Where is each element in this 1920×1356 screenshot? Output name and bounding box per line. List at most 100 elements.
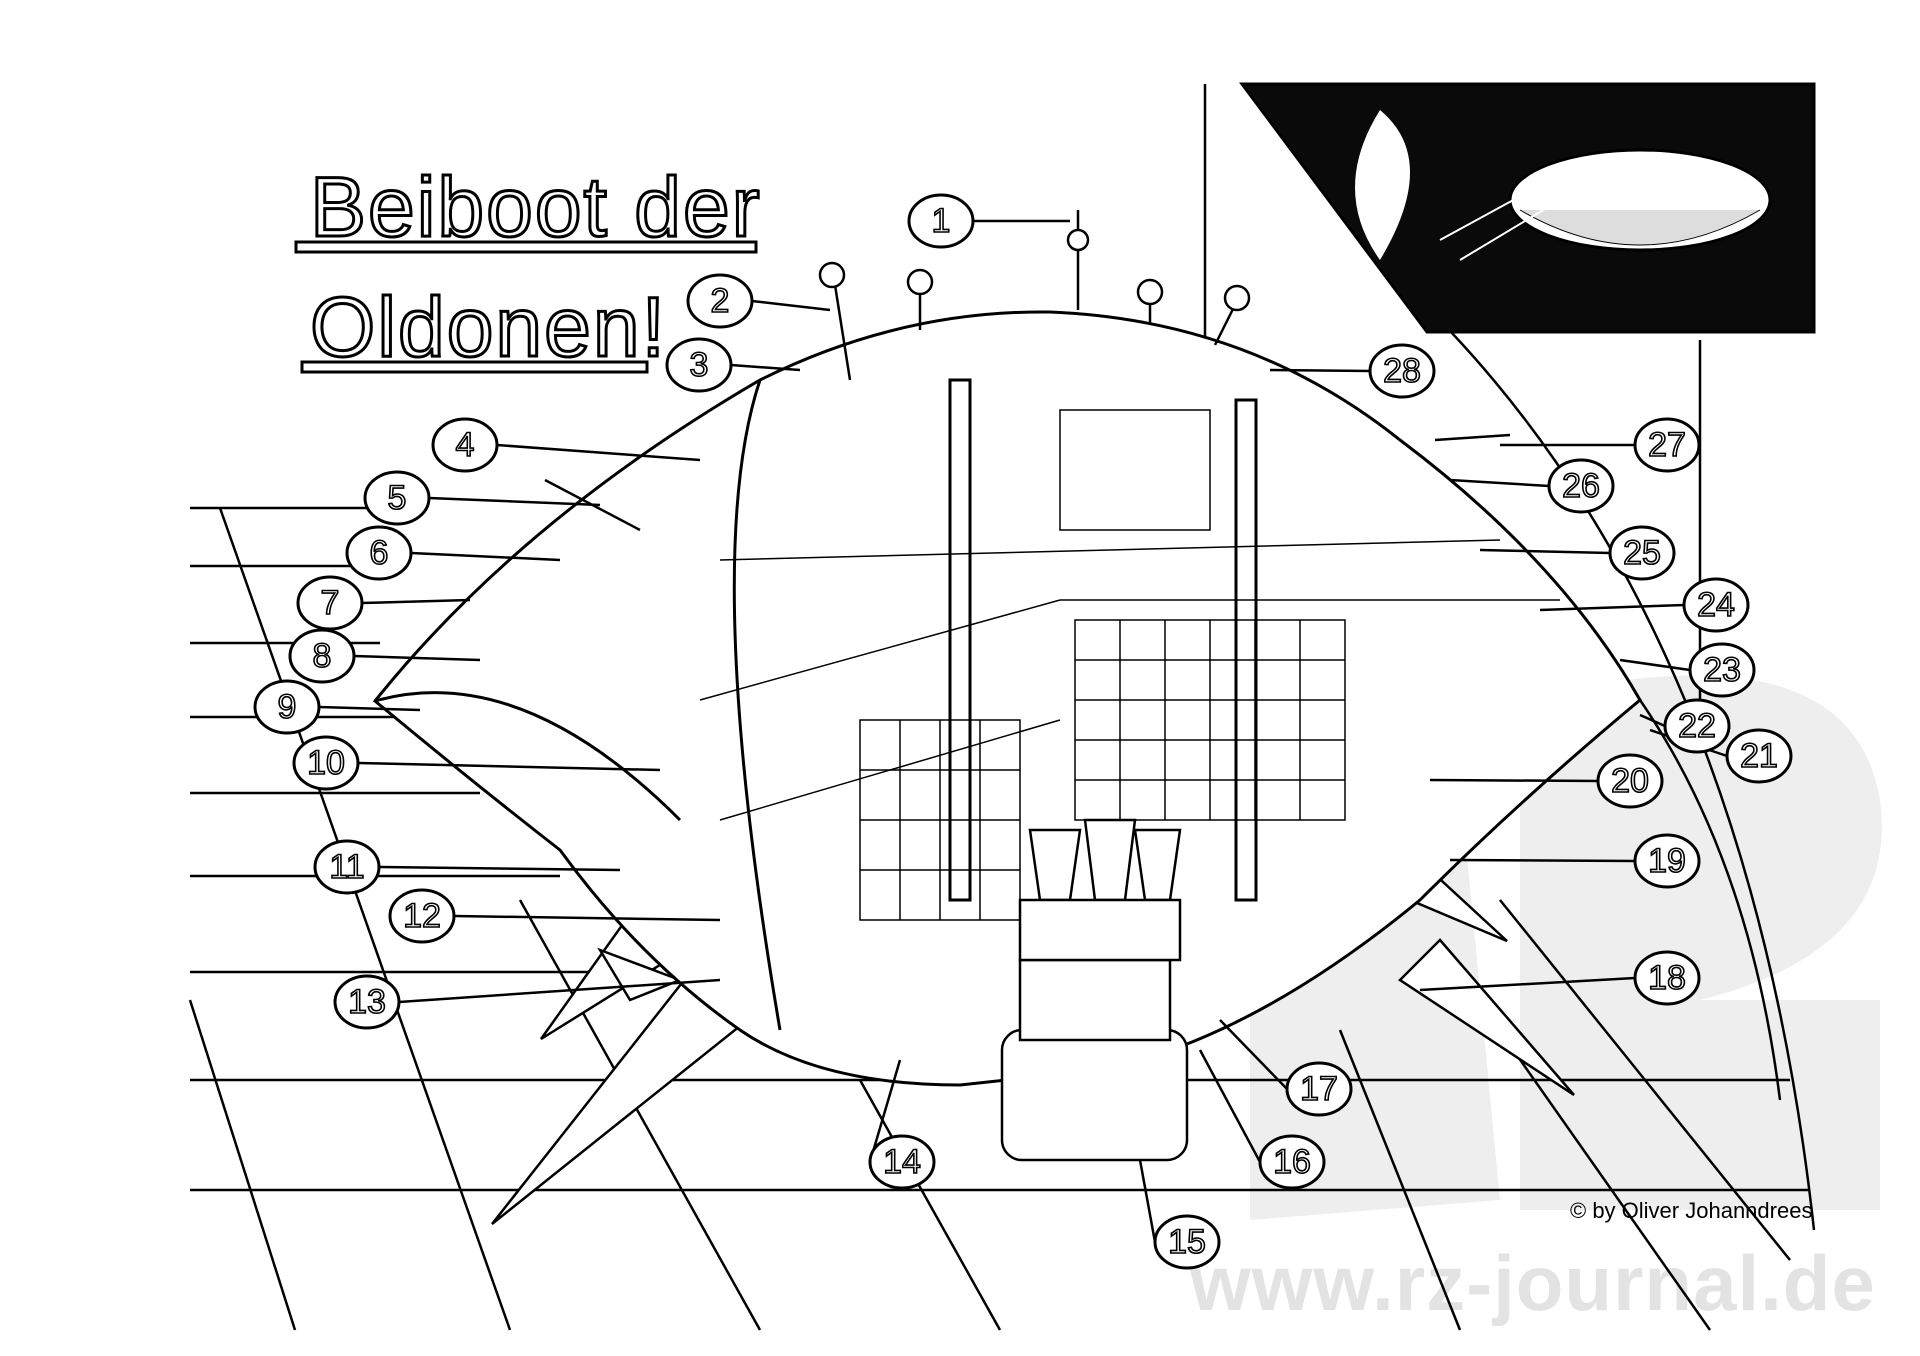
callout-1: 1: [907, 193, 1070, 249]
callout-number: 5: [388, 479, 407, 517]
callout-circle: [388, 888, 456, 944]
leader-line: [453, 914, 721, 922]
callout-number: 6: [370, 534, 389, 572]
callout-circle: [1285, 1061, 1353, 1117]
callout-number: 28: [1383, 352, 1421, 390]
callout-number: 23: [1703, 651, 1741, 689]
callout-circle: [253, 679, 321, 735]
leader-line: [353, 654, 481, 662]
callout-number: 11: [329, 848, 364, 886]
leader-line: [1269, 368, 1371, 373]
callout-number: 14: [883, 1143, 921, 1181]
callout-circle: [345, 525, 413, 581]
callout-number: 19: [1648, 842, 1686, 880]
callout-circle: [363, 470, 431, 526]
callout-circle: [1663, 698, 1731, 754]
callout-13: 13: [333, 974, 721, 1030]
callout-19: 19: [1449, 833, 1701, 889]
callout-number: 24: [1697, 586, 1735, 624]
callout-circle: [1682, 577, 1750, 633]
leader-line: [730, 363, 801, 372]
leader-line: [398, 978, 721, 1004]
callout-number: 25: [1623, 534, 1661, 572]
callout-circle: [1258, 1134, 1326, 1190]
callout-15: 15: [1138, 1159, 1221, 1270]
callout-number: 17: [1300, 1070, 1338, 1108]
callout-number: 13: [348, 983, 386, 1021]
callout-number: 22: [1678, 707, 1716, 745]
callout-circle: [868, 1134, 936, 1190]
callout-28: 28: [1269, 343, 1436, 399]
leader-line: [1429, 778, 1599, 783]
callout-8: 8: [288, 628, 481, 684]
callout-number: 7: [321, 584, 340, 622]
leader-line: [1138, 1159, 1157, 1243]
leader-line: [1449, 858, 1636, 863]
leader-line: [428, 496, 601, 507]
callout-circle: [686, 273, 754, 329]
callout-number: 21: [1740, 737, 1778, 775]
leader-line: [1479, 548, 1611, 555]
leader-line: [1198, 1049, 1262, 1163]
leader-line: [1639, 713, 1666, 728]
callout-circle: [1633, 833, 1701, 889]
callout-circle: [1547, 458, 1615, 514]
callout-24: 24: [1539, 577, 1750, 633]
ship-hull: [372, 310, 1642, 1087]
callout-7: 7: [296, 575, 471, 631]
callout-circle: [1725, 728, 1793, 784]
leader-line: [1419, 976, 1636, 992]
callout-3: 3: [665, 337, 801, 393]
title-line-1: Beiboot der: [310, 160, 762, 254]
engine-cluster: [1000, 818, 1189, 1162]
callout-10: 10: [292, 735, 661, 791]
callout-number: 8: [313, 637, 332, 675]
leader-line: [1219, 1019, 1288, 1090]
copyright: © by Oliver Johanndrees: [1570, 1198, 1813, 1223]
inset-space-scene: [1239, 82, 1816, 334]
callout-14: 14: [868, 1059, 936, 1190]
leader-line: [1449, 478, 1550, 488]
callout-6: 6: [345, 525, 561, 581]
callout-number: 2: [711, 282, 730, 320]
callout-circle: [1153, 1214, 1221, 1270]
leader-line: [496, 443, 701, 462]
leader-line: [361, 598, 471, 605]
callout-circle: [1633, 417, 1701, 473]
antennas: [544, 210, 1511, 532]
callout-16: 16: [1198, 1049, 1326, 1190]
callout-circle: [292, 735, 360, 791]
leader-line: [357, 761, 661, 772]
callout-number: 15: [1168, 1223, 1206, 1261]
callout-5: 5: [363, 470, 601, 526]
callout-21: 21: [1649, 728, 1793, 784]
callout-number: 20: [1611, 762, 1649, 800]
watermark: www.rz-journal.de: [1190, 1239, 1876, 1327]
leader-line: [868, 1059, 902, 1163]
callout-23: 23: [1619, 642, 1756, 698]
callout-circle: [1596, 753, 1664, 809]
callout-number: 12: [403, 897, 441, 935]
callout-circle: [313, 839, 381, 895]
callout-number: 9: [278, 688, 297, 726]
leader-line: [751, 299, 831, 312]
leader-line: [1619, 658, 1691, 672]
callout-circle: [1368, 343, 1436, 399]
callout-circle: [1633, 950, 1701, 1006]
callout-circle: [665, 337, 733, 393]
callout-circle: [296, 575, 364, 631]
callout-22: 22: [1639, 698, 1731, 754]
callout-circle: [431, 417, 499, 473]
leader-line: [378, 865, 621, 872]
callout-11: 11: [313, 839, 621, 895]
leader-line: [1539, 603, 1685, 612]
callout-number: 18: [1648, 959, 1686, 997]
callout-number: 16: [1273, 1143, 1311, 1181]
callout-26: 26: [1449, 458, 1615, 514]
callout-circle: [1688, 642, 1756, 698]
ship-interior: [699, 378, 1560, 921]
callout-27: 27: [1500, 417, 1701, 473]
callout-9: 9: [253, 679, 421, 735]
callout-circle: [333, 974, 401, 1030]
